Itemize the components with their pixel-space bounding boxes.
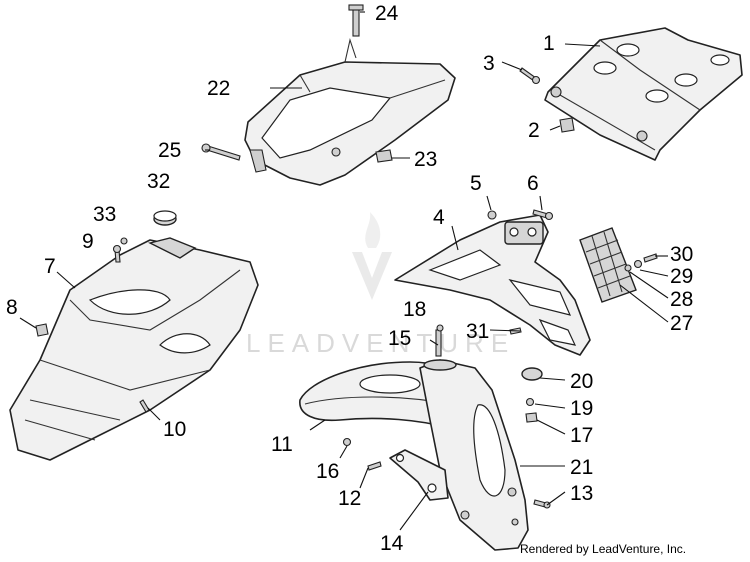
callout-33[interactable]: 33: [93, 203, 116, 226]
part-screw-6[interactable]: [532, 209, 554, 221]
callout-28[interactable]: 28: [670, 288, 693, 311]
callout-15[interactable]: 15: [388, 327, 411, 350]
watermark-logo: [352, 212, 392, 300]
render-credit: Rendered by LeadVenture, Inc.: [520, 542, 686, 556]
part-screw-10[interactable]: [139, 399, 150, 413]
part-nut-19[interactable]: [525, 397, 535, 407]
part-clip-nut[interactable]: [559, 117, 575, 133]
part-bracket-14[interactable]: [389, 449, 449, 501]
part-rear-top-cover[interactable]: [544, 27, 743, 161]
part-screw-18[interactable]: [435, 329, 442, 357]
callout-4[interactable]: 4: [433, 206, 445, 229]
part-screw-13[interactable]: [533, 499, 551, 509]
callout-24[interactable]: 24: [375, 2, 399, 25]
callout-6[interactable]: 6: [527, 172, 539, 195]
callout-23[interactable]: 23: [414, 148, 437, 171]
part-nut-28[interactable]: [624, 264, 632, 272]
callout-19[interactable]: 19: [570, 397, 593, 420]
callout-32[interactable]: 32: [147, 170, 170, 193]
part-upper-storage-cover[interactable]: [244, 37, 456, 186]
callout-27[interactable]: 27: [670, 312, 693, 335]
callout-11[interactable]: 11: [271, 433, 293, 456]
callout-10[interactable]: 10: [163, 418, 186, 441]
callout-7[interactable]: 7: [44, 255, 56, 278]
part-screw-9[interactable]: [112, 244, 122, 263]
callout-31[interactable]: 31: [466, 320, 489, 343]
callout-13[interactable]: 13: [570, 482, 593, 505]
callout-17[interactable]: 17: [570, 424, 593, 447]
part-clip-23[interactable]: [375, 149, 393, 163]
callout-21[interactable]: 21: [570, 456, 593, 479]
callout-3[interactable]: 3: [483, 52, 495, 75]
part-washer-33[interactable]: [120, 237, 128, 245]
callout-9[interactable]: 9: [82, 230, 94, 253]
callout-2[interactable]: 2: [528, 119, 540, 142]
callout-25[interactable]: 25: [158, 139, 181, 162]
part-reflector-20[interactable]: [521, 367, 543, 381]
callout-16[interactable]: 16: [316, 460, 339, 483]
callout-12[interactable]: 12: [338, 487, 361, 510]
part-fork-cover[interactable]: [419, 359, 529, 551]
part-screw-3[interactable]: [519, 67, 541, 85]
part-nut-16[interactable]: [342, 437, 352, 447]
callout-18[interactable]: 18: [403, 298, 426, 321]
callout-29[interactable]: 29: [670, 265, 693, 288]
part-screw-12[interactable]: [367, 461, 382, 471]
callout-20[interactable]: 20: [570, 370, 593, 393]
part-rear-fender-bracket[interactable]: [394, 214, 591, 356]
callout-5[interactable]: 5: [470, 172, 482, 195]
part-washer-29[interactable]: [633, 259, 643, 269]
callout-22[interactable]: 22: [207, 77, 230, 100]
callout-1[interactable]: 1: [543, 32, 555, 55]
part-reflector[interactable]: [579, 227, 637, 303]
part-screw-15[interactable]: [436, 324, 444, 332]
part-screw-24[interactable]: [348, 4, 364, 37]
part-clip-8[interactable]: [35, 323, 49, 337]
part-screw-25[interactable]: [201, 143, 241, 161]
watermark-text: LEADVENTURE: [246, 328, 515, 358]
callout-8[interactable]: 8: [6, 296, 18, 319]
leader-lines: [19, 11, 669, 531]
part-washer-5[interactable]: [487, 210, 497, 220]
callout-14[interactable]: 14: [380, 532, 404, 555]
part-clip-17[interactable]: [525, 412, 538, 423]
part-under-seat-tray[interactable]: [9, 237, 259, 461]
callout-labels: 1 2 3 4 5 6 7 8 9 10 11 12 13 14 15 16 1…: [6, 2, 693, 555]
part-screw-30[interactable]: [643, 253, 658, 263]
part-cap-32[interactable]: [153, 210, 177, 226]
callout-30[interactable]: 30: [670, 243, 693, 266]
